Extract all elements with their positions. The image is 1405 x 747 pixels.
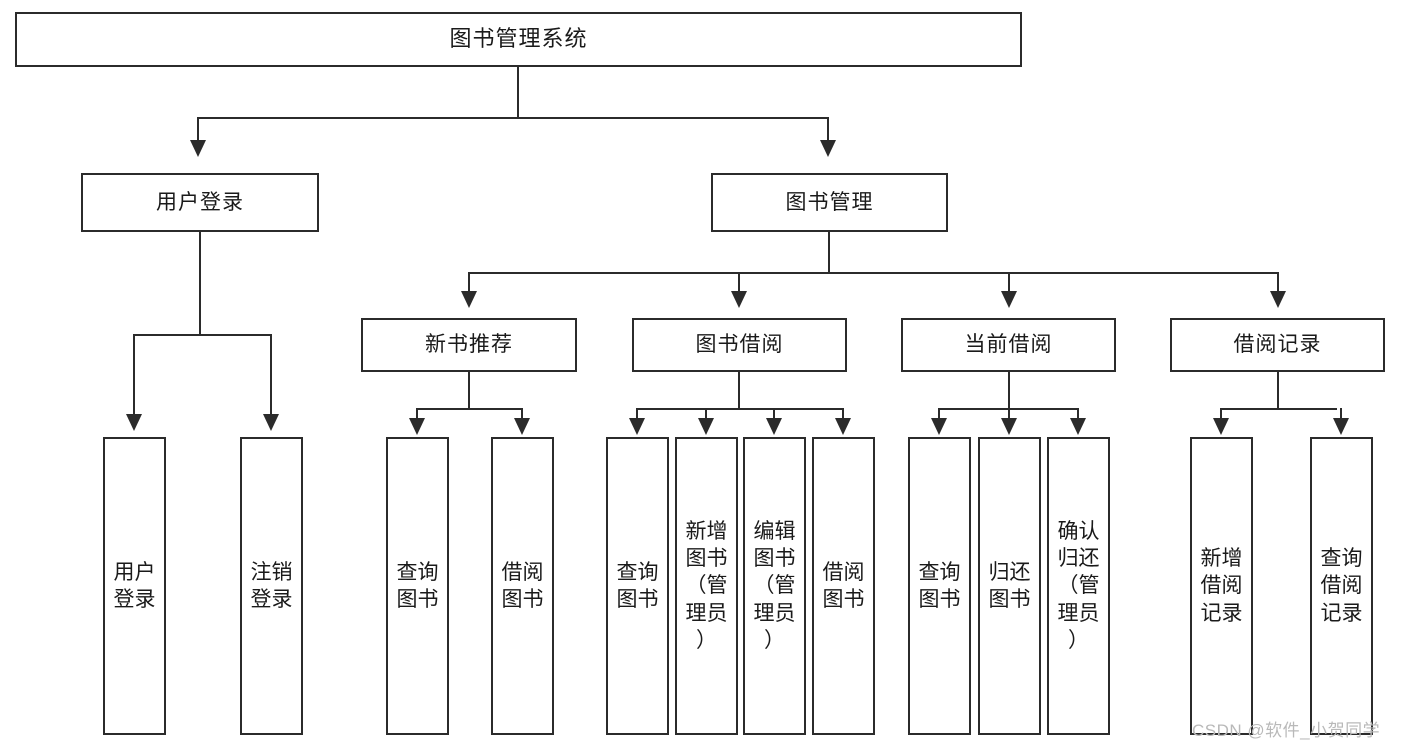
arrow-nb-to-leaf-1 xyxy=(409,418,425,435)
leaf-add-book-label: 新增 图书 （管 理员 ） xyxy=(685,519,728,652)
connector-book-management-bar xyxy=(468,272,1277,274)
connector-br-to-leaf-2 xyxy=(1340,408,1342,420)
arrow-root-to-book-management xyxy=(820,140,836,157)
node-book-management-label: 图书管理 xyxy=(785,190,874,214)
leaf-query-record[interactable]: 查询 借阅 记录 xyxy=(1310,437,1373,735)
leaf-add-record[interactable]: 新增 借阅 记录 xyxy=(1190,437,1253,735)
connector-current-borrow-stem xyxy=(1008,372,1010,409)
arrow-br-to-leaf-1 xyxy=(1213,418,1229,435)
connector-root-to-user-login xyxy=(197,117,199,143)
leaf-query-book-1[interactable]: 查询 图书 xyxy=(386,437,449,735)
leaf-return-book-label: 归还 图书 xyxy=(988,560,1031,611)
connector-book-management-stem xyxy=(828,232,830,273)
leaf-return-book[interactable]: 归还 图书 xyxy=(978,437,1041,735)
leaf-query-book-2-label: 查询 图书 xyxy=(616,560,659,611)
arrow-cb-to-leaf-2 xyxy=(1001,418,1017,435)
connector-nb-to-leaf-2 xyxy=(521,408,523,420)
connector-new-book-stem xyxy=(468,372,470,409)
connector-root-bar xyxy=(197,117,829,119)
connector-borrow-record-stem xyxy=(1277,372,1279,409)
leaf-query-book-3-label: 查询 图书 xyxy=(918,560,961,611)
node-book-borrow[interactable]: 图书借阅 xyxy=(632,318,847,372)
leaf-confirm-return[interactable]: 确认 归还 （管 理员 ） xyxy=(1047,437,1110,735)
leaf-query-book-3[interactable]: 查询 图书 xyxy=(908,437,971,735)
connector-book-borrow-stem xyxy=(738,372,740,409)
connector-book-borrow-bar xyxy=(636,408,844,410)
node-user-login-label: 用户登录 xyxy=(156,190,244,214)
leaf-borrow-book-1[interactable]: 借阅 图书 xyxy=(491,437,554,735)
arrow-user-login-to-leaf-2 xyxy=(263,414,279,431)
node-new-book-recommend[interactable]: 新书推荐 xyxy=(361,318,577,372)
arrow-user-login-to-leaf-1 xyxy=(126,414,142,431)
connector-root-stem xyxy=(517,67,519,118)
node-new-book-recommend-label: 新书推荐 xyxy=(425,333,513,357)
arrow-bb-to-leaf-1 xyxy=(629,418,645,435)
connector-new-book-bar xyxy=(416,408,523,410)
watermark-text: CSDN @软件_小贺同学 xyxy=(1192,721,1381,740)
arrow-bm-to-book-borrow xyxy=(731,291,747,308)
arrow-bm-to-current-borrow xyxy=(1001,291,1017,308)
arrow-bb-to-leaf-2 xyxy=(698,418,714,435)
leaf-query-record-label: 查询 借阅 记录 xyxy=(1320,547,1363,625)
connector-bb-to-leaf-1 xyxy=(636,408,638,420)
arrow-cb-to-leaf-3 xyxy=(1070,418,1086,435)
leaf-query-book-2[interactable]: 查询 图书 xyxy=(606,437,669,735)
connector-bb-to-leaf-3 xyxy=(773,408,775,420)
connector-bb-to-leaf-4 xyxy=(842,408,844,420)
leaf-edit-book[interactable]: 编辑 图书 （管 理员 ） xyxy=(743,437,806,735)
arrow-nb-to-leaf-2 xyxy=(514,418,530,435)
connector-bm-to-book-borrow xyxy=(738,272,740,294)
connector-user-login-stem xyxy=(199,232,201,335)
connector-bm-to-new-book xyxy=(468,272,470,294)
arrow-bb-to-leaf-4 xyxy=(835,418,851,435)
leaf-edit-book-label: 编辑 图书 （管 理员 ） xyxy=(753,519,796,652)
node-root[interactable]: 图书管理系统 xyxy=(15,12,1022,67)
leaf-user-login[interactable]: 用户 登录 xyxy=(103,437,166,735)
connector-cb-to-leaf-2 xyxy=(1008,408,1010,420)
connector-borrow-record-bar xyxy=(1220,408,1337,410)
node-user-login[interactable]: 用户登录 xyxy=(81,173,319,232)
connector-bb-to-leaf-2 xyxy=(705,408,707,420)
leaf-logout-label: 注销 登录 xyxy=(250,560,293,611)
connector-user-login-bar xyxy=(133,334,271,336)
node-book-borrow-label: 图书借阅 xyxy=(695,333,784,357)
connector-user-login-to-leaf-2 xyxy=(270,334,272,417)
leaf-query-book-1-label: 查询 图书 xyxy=(396,560,439,611)
leaf-borrow-book-1-label: 借阅 图书 xyxy=(501,560,544,611)
arrow-bm-to-borrow-record xyxy=(1270,291,1286,308)
arrow-br-to-leaf-2 xyxy=(1333,418,1349,435)
node-borrow-record[interactable]: 借阅记录 xyxy=(1170,318,1385,372)
arrow-root-to-user-login xyxy=(190,140,206,157)
leaf-user-login-label: 用户 登录 xyxy=(113,560,156,611)
node-current-borrow[interactable]: 当前借阅 xyxy=(901,318,1116,372)
node-book-management[interactable]: 图书管理 xyxy=(711,173,948,232)
connector-root-to-book-management xyxy=(827,117,829,143)
node-borrow-record-label: 借阅记录 xyxy=(1233,333,1322,357)
leaf-logout[interactable]: 注销 登录 xyxy=(240,437,303,735)
arrow-bm-to-new-book xyxy=(461,291,477,308)
connector-br-to-leaf-1 xyxy=(1220,408,1222,420)
connector-bm-to-borrow-record xyxy=(1277,272,1279,294)
connector-bm-to-current-borrow xyxy=(1008,272,1010,294)
connector-cb-to-leaf-3 xyxy=(1077,408,1079,420)
connector-nb-to-leaf-1 xyxy=(416,408,418,420)
node-root-label: 图书管理系统 xyxy=(449,26,588,52)
leaf-add-record-label: 新增 借阅 记录 xyxy=(1200,547,1243,625)
leaf-confirm-return-label: 确认 归还 （管 理员 ） xyxy=(1057,519,1100,652)
connector-user-login-to-leaf-1 xyxy=(133,334,135,417)
node-current-borrow-label: 当前借阅 xyxy=(964,333,1053,357)
leaf-add-book[interactable]: 新增 图书 （管 理员 ） xyxy=(675,437,738,735)
arrow-bb-to-leaf-3 xyxy=(766,418,782,435)
leaf-borrow-book-2[interactable]: 借阅 图书 xyxy=(812,437,875,735)
arrow-cb-to-leaf-1 xyxy=(931,418,947,435)
connector-cb-to-leaf-1 xyxy=(938,408,940,420)
leaf-borrow-book-2-label: 借阅 图书 xyxy=(822,560,865,611)
